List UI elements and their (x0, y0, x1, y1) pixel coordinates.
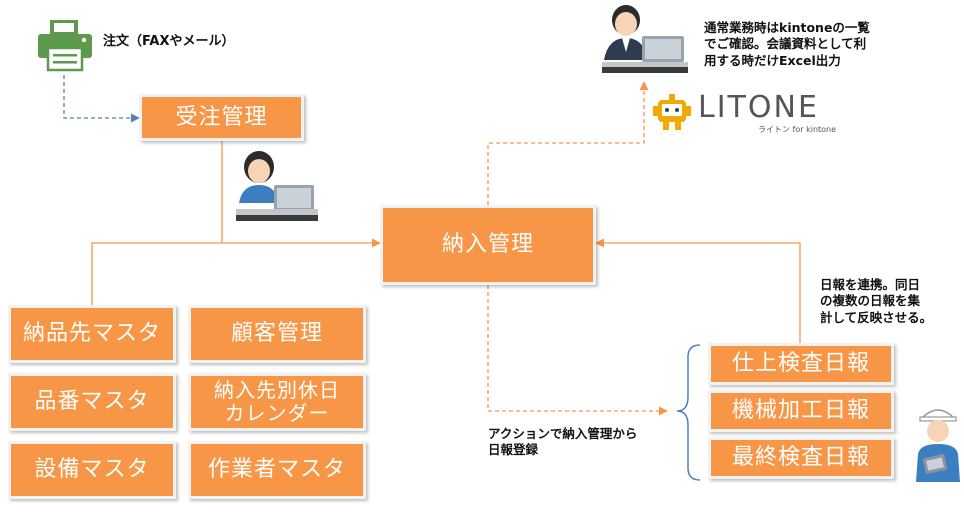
kintone-note-line1: 通常業務時はkintoneの一覧 (704, 20, 870, 35)
kintone-note-line3: 用する時だけExcel出力 (704, 52, 841, 68)
kintone-note: 通常業務時はkintoneの一覧 でご確認。会議資料として利 用する時だけExc… (704, 20, 870, 69)
setsubi-box[interactable]: 設備マスタ (8, 441, 176, 499)
nounyu-box[interactable]: 納入管理 (380, 205, 596, 285)
nounyu-to-litone-connector (487, 81, 649, 205)
saishu-box[interactable]: 最終検査日報 (708, 437, 894, 479)
action-note: アクションで納入管理から 日報登録 (488, 426, 637, 459)
nippou-note-line1: 日報を連携。同日 (820, 277, 921, 292)
kikai-box[interactable]: 機械加工日報 (708, 390, 894, 432)
shiage-box[interactable]: 仕上検査日報 (708, 343, 894, 385)
master-to-nounyu-connector (91, 238, 381, 305)
woman-at-laptop-icon (236, 151, 318, 221)
kintone-note-line2: でご確認。会議資料として利 (704, 36, 867, 52)
fax-to-juchu-connector (63, 75, 140, 123)
hinban-box[interactable]: 品番マスタ (8, 373, 176, 431)
nouhinsaki-box[interactable]: 納品先マスタ (8, 305, 176, 363)
nippou-note-line2: の複数の日報を集 (820, 293, 921, 309)
litone-logo-sub: ライトン for kintone (758, 125, 837, 134)
worker-with-tablet-icon (916, 409, 960, 482)
action-note-line2: 日報登録 (488, 442, 539, 458)
fax-icon (38, 20, 92, 72)
sagyousha-box[interactable]: 作業者マスタ (188, 441, 366, 499)
action-connector (487, 285, 668, 416)
nippou-to-nounyu-connector (595, 238, 801, 343)
nippou-note: 日報を連携。同日 の複数の日報を集 計して反映させる。 (820, 277, 932, 326)
kyujitsu-line2: カレンダー (224, 401, 330, 425)
order-label: 注文（FAXやメール） (103, 34, 235, 49)
kyujitsu-line1: 納入先別休日 (214, 378, 340, 402)
litone-robot-icon (653, 94, 691, 130)
nippou-note-line3: 計して反映させる。 (820, 309, 933, 325)
juchu-box[interactable]: 受注管理 (139, 94, 304, 141)
action-note-line1: アクションで納入管理から (488, 426, 638, 441)
man-at-laptop-icon (602, 5, 688, 73)
nippou-bracket (676, 344, 701, 481)
litone-logo-text: LITONE (698, 90, 819, 125)
kokyaku-box[interactable]: 顧客管理 (188, 305, 366, 363)
kyujitsu-box[interactable]: 納入先別休日 カレンダー (188, 373, 366, 431)
